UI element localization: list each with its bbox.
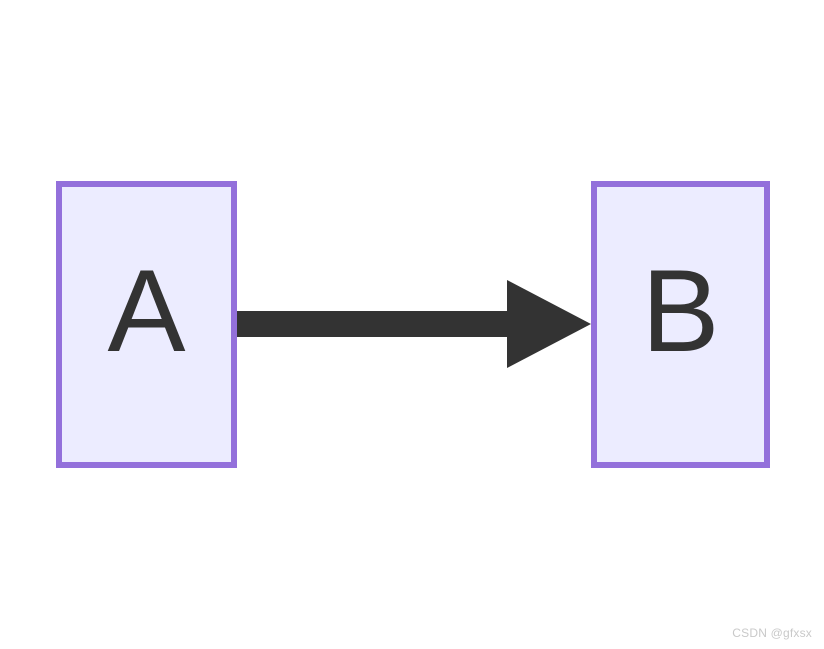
node-B: B [591, 181, 770, 468]
watermark: CSDN @gfxsx [732, 626, 812, 640]
node-B-label: B [641, 245, 720, 376]
node-A-label: A [107, 245, 186, 376]
arrow-head-icon [507, 280, 591, 368]
node-A: A [56, 181, 237, 468]
arrow-shaft [237, 311, 507, 337]
